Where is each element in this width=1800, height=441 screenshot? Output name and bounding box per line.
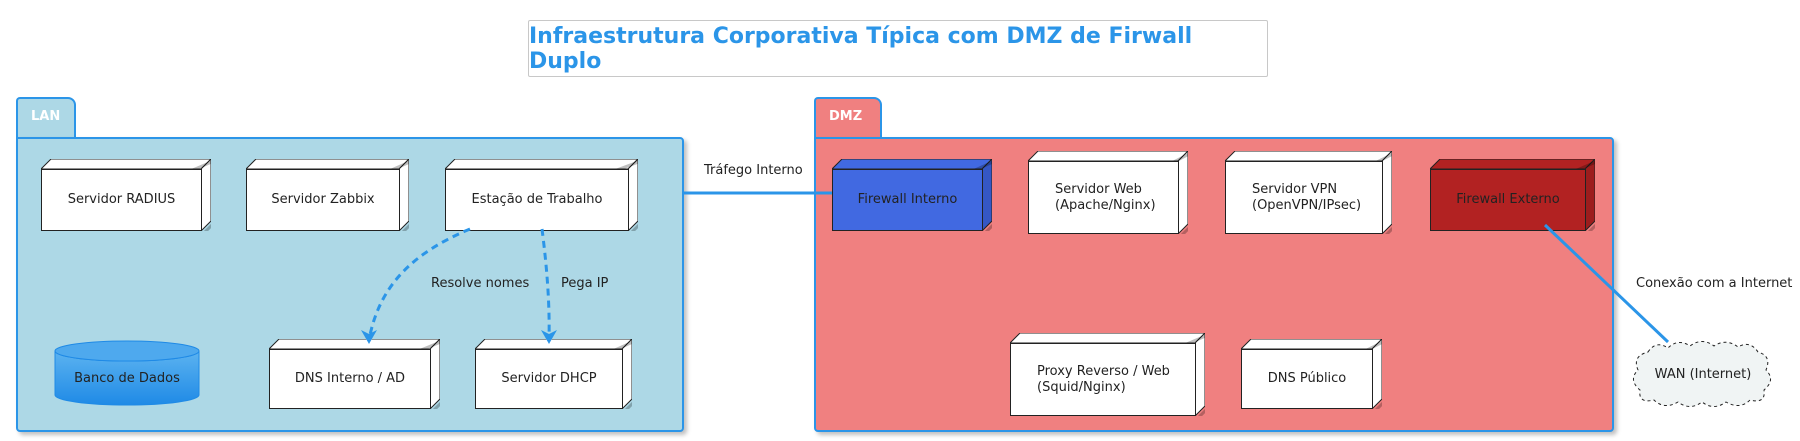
node-dns-interno-ad[interactable]: DNS Interno / AD — [269, 339, 440, 409]
node-firewall-externo[interactable]: Firewall Externo — [1430, 159, 1595, 231]
edge-label-resolve-nomes: Resolve nomes — [431, 276, 530, 291]
node-banco-de-dados[interactable]: Banco de Dados — [53, 339, 201, 409]
node-label: DNS Público — [1241, 349, 1373, 409]
node-proxy-reverso[interactable]: Proxy Reverso / Web (Squid/Nginx) — [1010, 333, 1205, 416]
node-label: Proxy Reverso / Web (Squid/Nginx) — [1010, 343, 1196, 416]
node-servidor-zabbix[interactable]: Servidor Zabbix — [246, 159, 409, 231]
cloud-icon — [1633, 341, 1771, 407]
diagram-title: Infraestrutura Corporativa Típica com DM… — [528, 20, 1268, 77]
node-label: Servidor Zabbix — [246, 169, 400, 231]
lan-package-tab: LAN — [16, 97, 76, 139]
node-servidor-dhcp[interactable]: Servidor DHCP — [475, 339, 632, 409]
node-dns-publico[interactable]: DNS Público — [1241, 339, 1382, 409]
node-servidor-web[interactable]: Servidor Web (Apache/Nginx) — [1028, 151, 1188, 234]
node-firewall-interno[interactable]: Firewall Interno — [832, 159, 992, 231]
node-servidor-radius[interactable]: Servidor RADIUS — [41, 159, 211, 231]
edge-label-trafego-interno: Tráfego Interno — [704, 163, 803, 178]
node-label: Firewall Interno — [832, 169, 983, 231]
node-label: Servidor RADIUS — [41, 169, 202, 231]
node-servidor-vpn[interactable]: Servidor VPN (OpenVPN/IPsec) — [1225, 151, 1392, 234]
node-estacao-de-trabalho[interactable]: Estação de Trabalho — [445, 159, 638, 231]
dmz-package-tab: DMZ — [814, 97, 882, 139]
node-label: DNS Interno / AD — [269, 349, 431, 409]
node-label: Firewall Externo — [1430, 169, 1586, 231]
edge-label-conexao-internet: Conexão com a Internet — [1636, 276, 1793, 291]
dmz-package-label: DMZ — [829, 109, 863, 124]
edge-label-pega-ip: Pega IP — [561, 276, 609, 291]
node-label: Estação de Trabalho — [445, 169, 629, 231]
node-label: Servidor Web (Apache/Nginx) — [1028, 161, 1179, 234]
node-label: Servidor VPN (OpenVPN/IPsec) — [1225, 161, 1383, 234]
node-label: WAN (Internet) — [1654, 366, 1752, 382]
node-label: Banco de Dados — [74, 370, 180, 386]
database-icon — [54, 340, 200, 406]
lan-package-label: LAN — [31, 109, 61, 124]
node-wan-internet[interactable]: WAN (Internet) — [1628, 338, 1778, 410]
node-label: Servidor DHCP — [475, 349, 623, 409]
